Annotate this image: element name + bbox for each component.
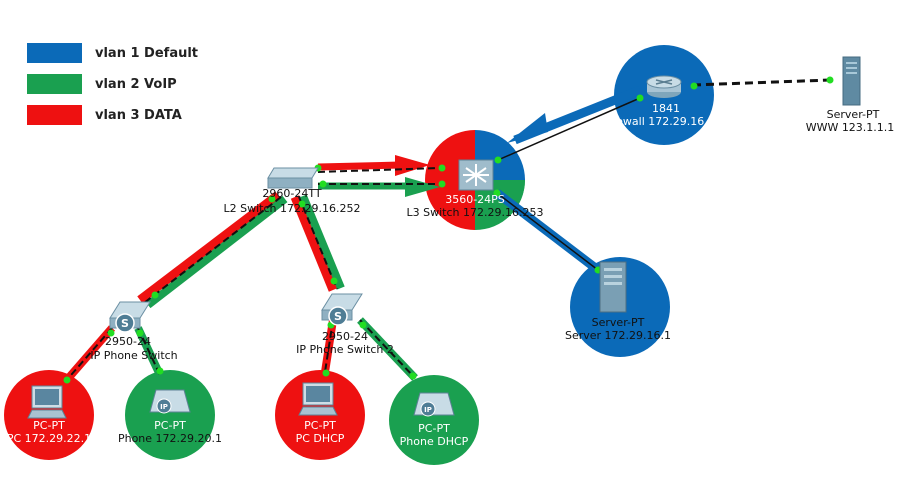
l3switch-model: 3560-24PS [445,193,505,206]
legend: vlan 1 Default vlan 2 VoIP vlan 3 DATA [27,43,198,125]
www-server-device[interactable]: Server-PT WWW 123.1.1.1 [806,56,895,134]
legend-swatch-vlan2 [27,74,82,94]
pc1-device[interactable]: PC-PT PC 172.29.22.1 [7,385,91,445]
phone2-vlan-circle [389,375,479,465]
switch-badge-icon [328,306,348,326]
l3switch-vlan-circle [425,130,525,230]
phone1-vlan-circle [125,370,215,460]
ps2-name: IP Phone Switch 2 [296,343,394,356]
svg-text:S: S [121,317,129,330]
link-l2-ps1 [143,196,282,304]
server-device[interactable]: Server-PT Server 172.29.16.1 [565,261,671,342]
www-model: Server-PT [827,108,880,121]
phone2-name: Phone DHCP [400,435,469,448]
phone2-model: PC-PT [418,422,450,435]
firewall-name: Firewall 172.29.16.254 [603,115,728,128]
arrow-l2-l3-vlan2 [405,177,440,197]
svg-text:IP: IP [424,406,432,414]
svg-text:S: S [334,310,342,323]
link-ps2-pc2 [324,319,334,373]
www-name: WWW 123.1.1.1 [806,121,895,134]
l2-switch-device[interactable]: 2960-24TT L2 Switch 172.29.16.252 [224,167,361,215]
link-firewall-l3 [497,97,641,161]
pc2-device[interactable]: PC-PT PC DHCP [296,382,345,445]
pc2-model: PC-PT [304,419,336,432]
server-name: Server 172.29.16.1 [565,329,671,342]
switch-badge-icon [115,313,135,333]
link-l2-ps1-vlan3 [137,191,281,304]
svg-text:IP: IP [160,403,168,411]
server-icon [842,56,861,106]
link-l2-ps2 [298,196,338,290]
phone-switch-1-device[interactable]: S 2950-24 IP Phone Switch [90,301,178,362]
legend-label-vlan2: vlan 2 VoIP [95,77,177,92]
l3switch-name: L3 Switch 172.29.16.253 [407,206,544,219]
ps1-name: IP Phone Switch [90,349,177,362]
phone-switch-2-device[interactable]: S 2950-24 IP Phone Switch 2 [296,293,394,356]
firewall-device[interactable]: 1841 Firewall 172.29.16.254 [603,75,729,128]
link-ps1-pc1 [64,327,113,383]
phone1-model: PC-PT [154,419,186,432]
link-firewall-www [692,78,831,87]
ps1-model: 2950-24 [105,335,151,348]
l2switch-name: L2 Switch 172.29.16.252 [224,202,361,215]
link-l2-ps2-vlan3 [290,195,338,292]
pc1-model: PC-PT [33,419,65,432]
link-l2-l3-top [317,167,441,173]
legend-label-vlan1: vlan 1 Default [95,46,198,61]
switch-icon [267,167,319,179]
link-ps2-phone2 [359,319,416,379]
arrow-firewall-l3 [507,113,548,143]
link-l2-l3-vlan3 [317,161,401,171]
arrow-l2-l3-vlan3 [395,155,430,176]
legend-label-vlan3: vlan 3 DATA [95,108,182,123]
server-model: Server-PT [592,316,645,329]
firewall-model: 1841 [652,102,680,115]
ps2-model: 2950-24 [322,330,368,343]
l3-switch-device[interactable]: 3560-24PS L3 Switch 172.29.16.253 [407,159,544,219]
links [61,78,831,385]
link-l2-ps2-vlan2 [299,194,345,290]
phone2-device[interactable]: IP PC-PT Phone DHCP [400,392,469,448]
link-ps1-phone1 [137,327,161,376]
pc2-name: PC DHCP [296,432,345,445]
phone1-device[interactable]: IP PC-PT Phone 172.29.20.1 [118,389,222,445]
pc1-name: PC 172.29.22.1 [7,432,91,445]
l2switch-model: 2960-24TT [262,187,321,200]
link-l3-server [496,192,599,271]
legend-swatch-vlan3 [27,105,82,125]
link-l2-ps1-vlan2 [145,195,288,309]
legend-swatch-vlan1 [27,43,82,63]
phone1-name: Phone 172.29.20.1 [118,432,222,445]
